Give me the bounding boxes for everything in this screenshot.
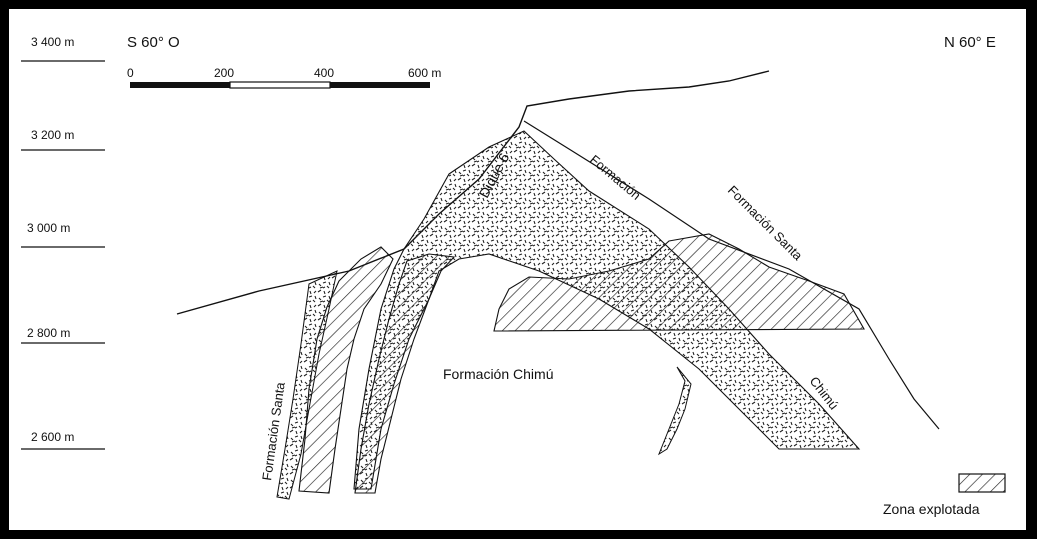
chimu-feeder — [657, 366, 692, 456]
scale-tick-0: 0 — [127, 66, 134, 80]
formacion-chimu-label: Formación Chimú — [443, 366, 553, 382]
diagram-frame: 3 400 m 3 200 m 3 000 m 2 800 m 2 600 m … — [9, 9, 1026, 530]
elevation-label-3400: 3 400 m — [31, 35, 74, 49]
elevation-axis: 3 400 m 3 200 m 3 000 m 2 800 m 2 600 m — [21, 35, 105, 450]
scale-tick-400: 400 — [314, 66, 334, 80]
geologic-cross-section: 3 400 m 3 200 m 3 000 m 2 800 m 2 600 m … — [21, 34, 1006, 517]
scale-tick-200: 200 — [214, 66, 234, 80]
santa-left-strip — [276, 270, 338, 500]
dike-body — [353, 130, 861, 490]
orientation-right: N 60° E — [944, 34, 996, 51]
legend-swatch-exploited — [958, 473, 1006, 493]
elevation-label-2600: 2 600 m — [31, 430, 74, 444]
legend: Zona explotada — [883, 473, 1006, 517]
scale-tick-600: 600 m — [408, 66, 441, 80]
elevation-label-3000: 3 000 m — [27, 221, 70, 235]
contact-line-right — [523, 120, 940, 430]
elevation-label-2800: 2 800 m — [27, 326, 70, 340]
elevation-label-3200: 3 200 m — [31, 128, 74, 142]
legend-label-exploited: Zona explotada — [883, 501, 980, 517]
exploited-zone-left-inner — [354, 253, 456, 494]
scale-bar: 0 200 400 600 m — [127, 66, 441, 89]
orientation-left: S 60° O — [127, 34, 180, 51]
